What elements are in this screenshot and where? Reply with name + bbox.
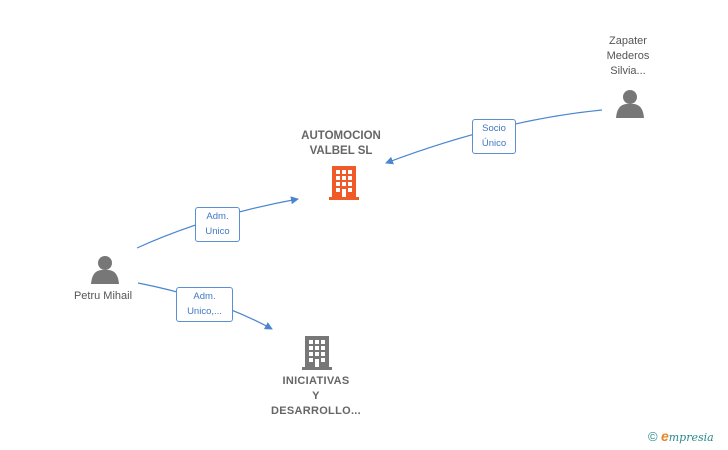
brand-watermark: © empresia: [648, 428, 714, 444]
person-label-zapater[interactable]: Zapater Mederos Silvia...: [606, 35, 650, 77]
company-label-iniciativas[interactable]: INICIATIVAS Y DESARROLLO...: [270, 375, 362, 417]
person-label-petru[interactable]: Petru Mihail: [73, 290, 133, 302]
brand-logo-e: e: [660, 428, 669, 444]
company-label-automocion[interactable]: AUTOMOCION VALBEL SL: [301, 130, 381, 157]
person-icon[interactable]: [90, 254, 120, 284]
person-icon[interactable]: [615, 88, 645, 118]
building-icon[interactable]: [300, 334, 334, 370]
edge-label-adm-unico: Adm. Unico: [195, 207, 240, 242]
edge-label-socio-unico: Socio Único: [472, 119, 516, 154]
copyright-symbol: ©: [648, 429, 658, 444]
building-icon[interactable]: [327, 164, 361, 200]
brand-name: mpresia: [668, 431, 714, 444]
edge-label-adm-unico-2: Adm. Unico,...: [176, 287, 233, 322]
